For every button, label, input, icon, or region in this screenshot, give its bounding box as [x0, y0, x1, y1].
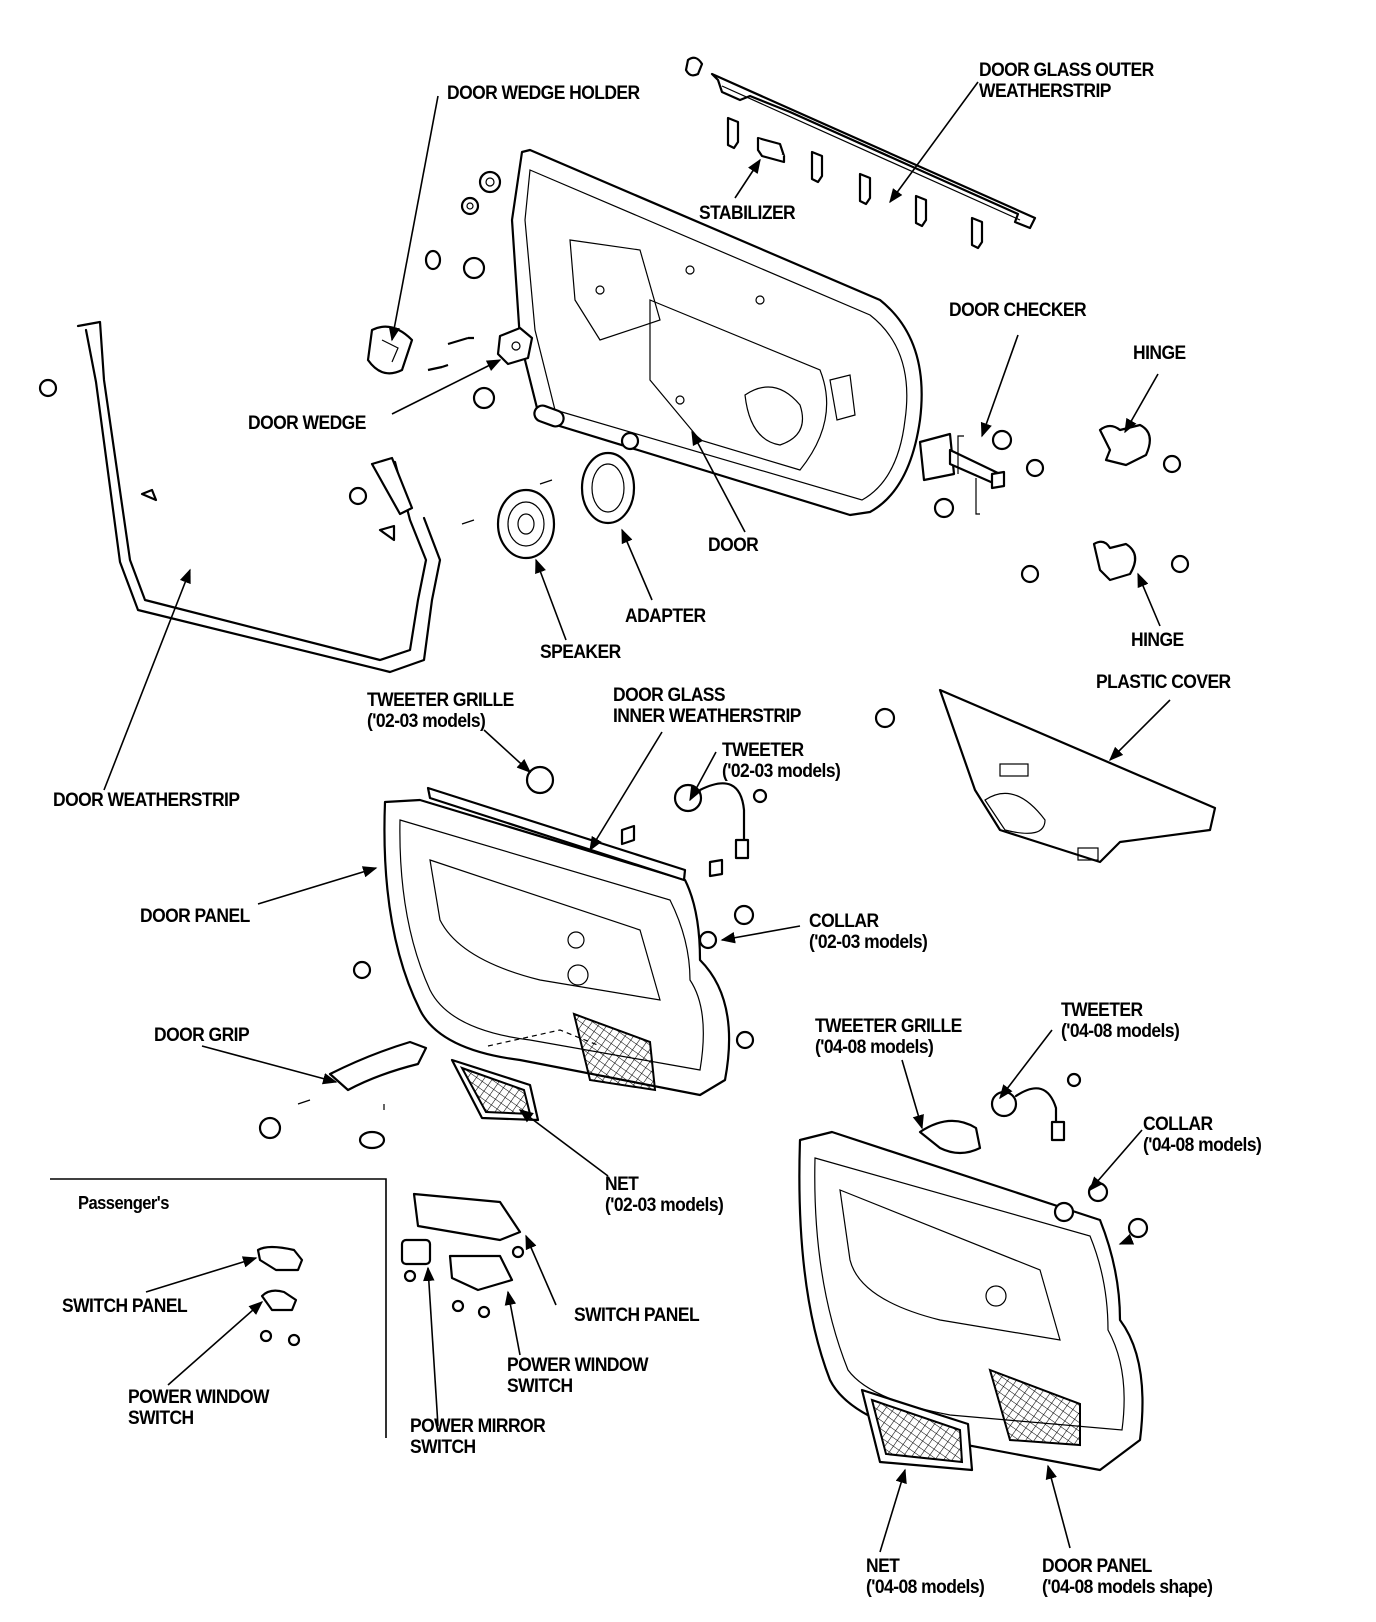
- label-speaker: SPEAKER: [540, 642, 621, 663]
- net-0408-part: [860, 1388, 974, 1472]
- label-door-panel: DOOR PANEL: [140, 906, 250, 927]
- door-fasteners: [424, 170, 640, 451]
- label-net-0203: NET('02-03 models): [605, 1174, 724, 1216]
- label-tweeter-0203: TWEETER('02-03 models): [722, 740, 841, 782]
- door-checker-part: [918, 429, 1013, 519]
- leader-lines: [103, 81, 1171, 1553]
- label-door-weatherstrip: DOOR WEATHERSTRIP: [53, 790, 240, 811]
- weatherstrip-clips: [726, 116, 984, 250]
- door-part: [510, 148, 923, 517]
- label-tweeter-grille-0203: TWEETER GRILLE('02-03 models): [367, 690, 514, 732]
- door-weatherstrip-part: [38, 320, 442, 674]
- adapter-part: [580, 451, 636, 525]
- hinge-upper-part: [1025, 423, 1182, 478]
- label-passengers: Passenger's: [78, 1193, 169, 1213]
- speaker-part: [496, 488, 556, 560]
- label-net-0408: NET('04-08 models): [866, 1556, 985, 1598]
- panel-dashes: [487, 1029, 601, 1047]
- door-wedge-part: [496, 326, 534, 366]
- label-switch-panel-driver: SWITCH PANEL: [574, 1305, 700, 1326]
- label-collar-0408: COLLAR('04-08 models): [1143, 1114, 1262, 1156]
- label-collar-0203: COLLAR('02-03 models): [809, 911, 928, 953]
- label-door-grip: DOOR GRIP: [154, 1025, 250, 1046]
- label-door-wedge: DOOR WEDGE: [248, 413, 366, 434]
- net-0203-part: [450, 1058, 540, 1122]
- label-hinge-upper: HINGE: [1133, 343, 1186, 364]
- speaker-screws: [461, 479, 553, 525]
- label-door-checker: DOOR CHECKER: [949, 300, 1087, 321]
- label-adapter: ADAPTER: [625, 606, 706, 627]
- stabilizer-part: [756, 136, 786, 164]
- label-door-wedge-holder: DOOR WEDGE HOLDER: [447, 83, 640, 104]
- door-panel-0203-part: [352, 786, 755, 1097]
- label-door-panel-0408: DOOR PANEL('04-08 models shape): [1042, 1556, 1213, 1598]
- label-hinge-lower: HINGE: [1131, 630, 1184, 651]
- label-tweeter-0408: TWEETER('04-08 models): [1061, 1000, 1180, 1042]
- label-door: DOOR: [708, 535, 759, 556]
- door-grip-part: [258, 1040, 428, 1150]
- passenger-box: [50, 1178, 387, 1438]
- passenger-switch-parts: [256, 1245, 304, 1347]
- door-glass-outer-weatherstrip-part: [684, 56, 1037, 230]
- label-stabilizer: STABILIZER: [699, 203, 796, 224]
- plastic-cover-part: [874, 688, 1217, 864]
- label-tweeter-grille-0408: TWEETER GRILLE('04-08 models): [815, 1016, 962, 1058]
- door-panel-0408-part: [798, 1130, 1149, 1472]
- door-wedge-holder-part: [366, 325, 474, 375]
- label-switch-panel-passenger: SWITCH PANEL: [62, 1296, 188, 1317]
- tweeter-0408-part: [918, 1072, 1082, 1155]
- label-plastic-cover: PLASTIC COVER: [1096, 672, 1231, 693]
- hinge-lower-part: [1020, 540, 1190, 584]
- driver-switch-parts: [400, 1192, 525, 1319]
